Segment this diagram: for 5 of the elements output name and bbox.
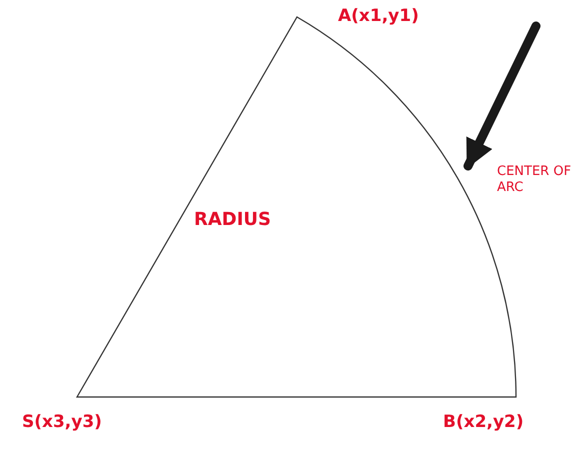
arc-label: CENTER OF ARC: [497, 164, 572, 196]
point-label: A(x1,y1): [338, 6, 419, 26]
point-label: B(x2,y2): [443, 412, 524, 432]
point-label: S(x3,y3): [22, 412, 102, 432]
radius-label: RADIUS: [194, 209, 272, 231]
